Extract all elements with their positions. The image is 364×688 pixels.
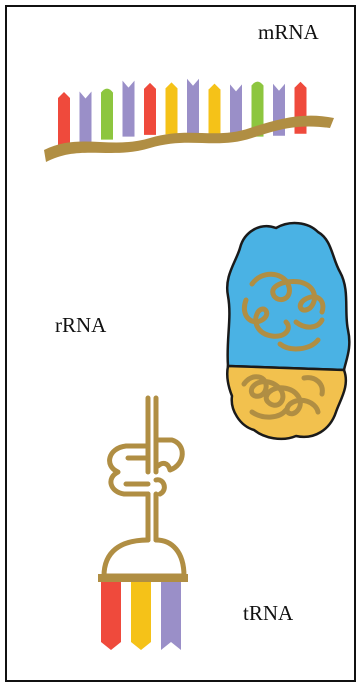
trna-base-purple [161, 582, 181, 650]
mrna-base-yellow [166, 82, 178, 134]
trna-base-bar [98, 574, 188, 582]
mrna-base-yellow [209, 84, 221, 136]
mrna-base-purple [80, 92, 92, 144]
trna-base-red [101, 582, 121, 650]
rrna-label: rRNA [55, 313, 106, 338]
mrna-base-red [58, 92, 70, 148]
ribosome-small-subunit [227, 366, 346, 439]
trna-molecule [98, 398, 188, 650]
ribosome [227, 223, 349, 439]
mrna-label: mRNA [258, 20, 319, 45]
trna-backbone [104, 398, 184, 576]
mrna-base-purple [230, 84, 242, 136]
mrna-strand [44, 79, 334, 162]
mrna-base-red [144, 83, 156, 135]
mrna-base-purple [187, 79, 199, 135]
mrna-base-purple [123, 81, 135, 137]
trna-bases [101, 582, 181, 650]
mrna-base-green [101, 89, 113, 140]
trna-base-yellow [131, 582, 151, 650]
trna-label: tRNA [243, 601, 293, 626]
